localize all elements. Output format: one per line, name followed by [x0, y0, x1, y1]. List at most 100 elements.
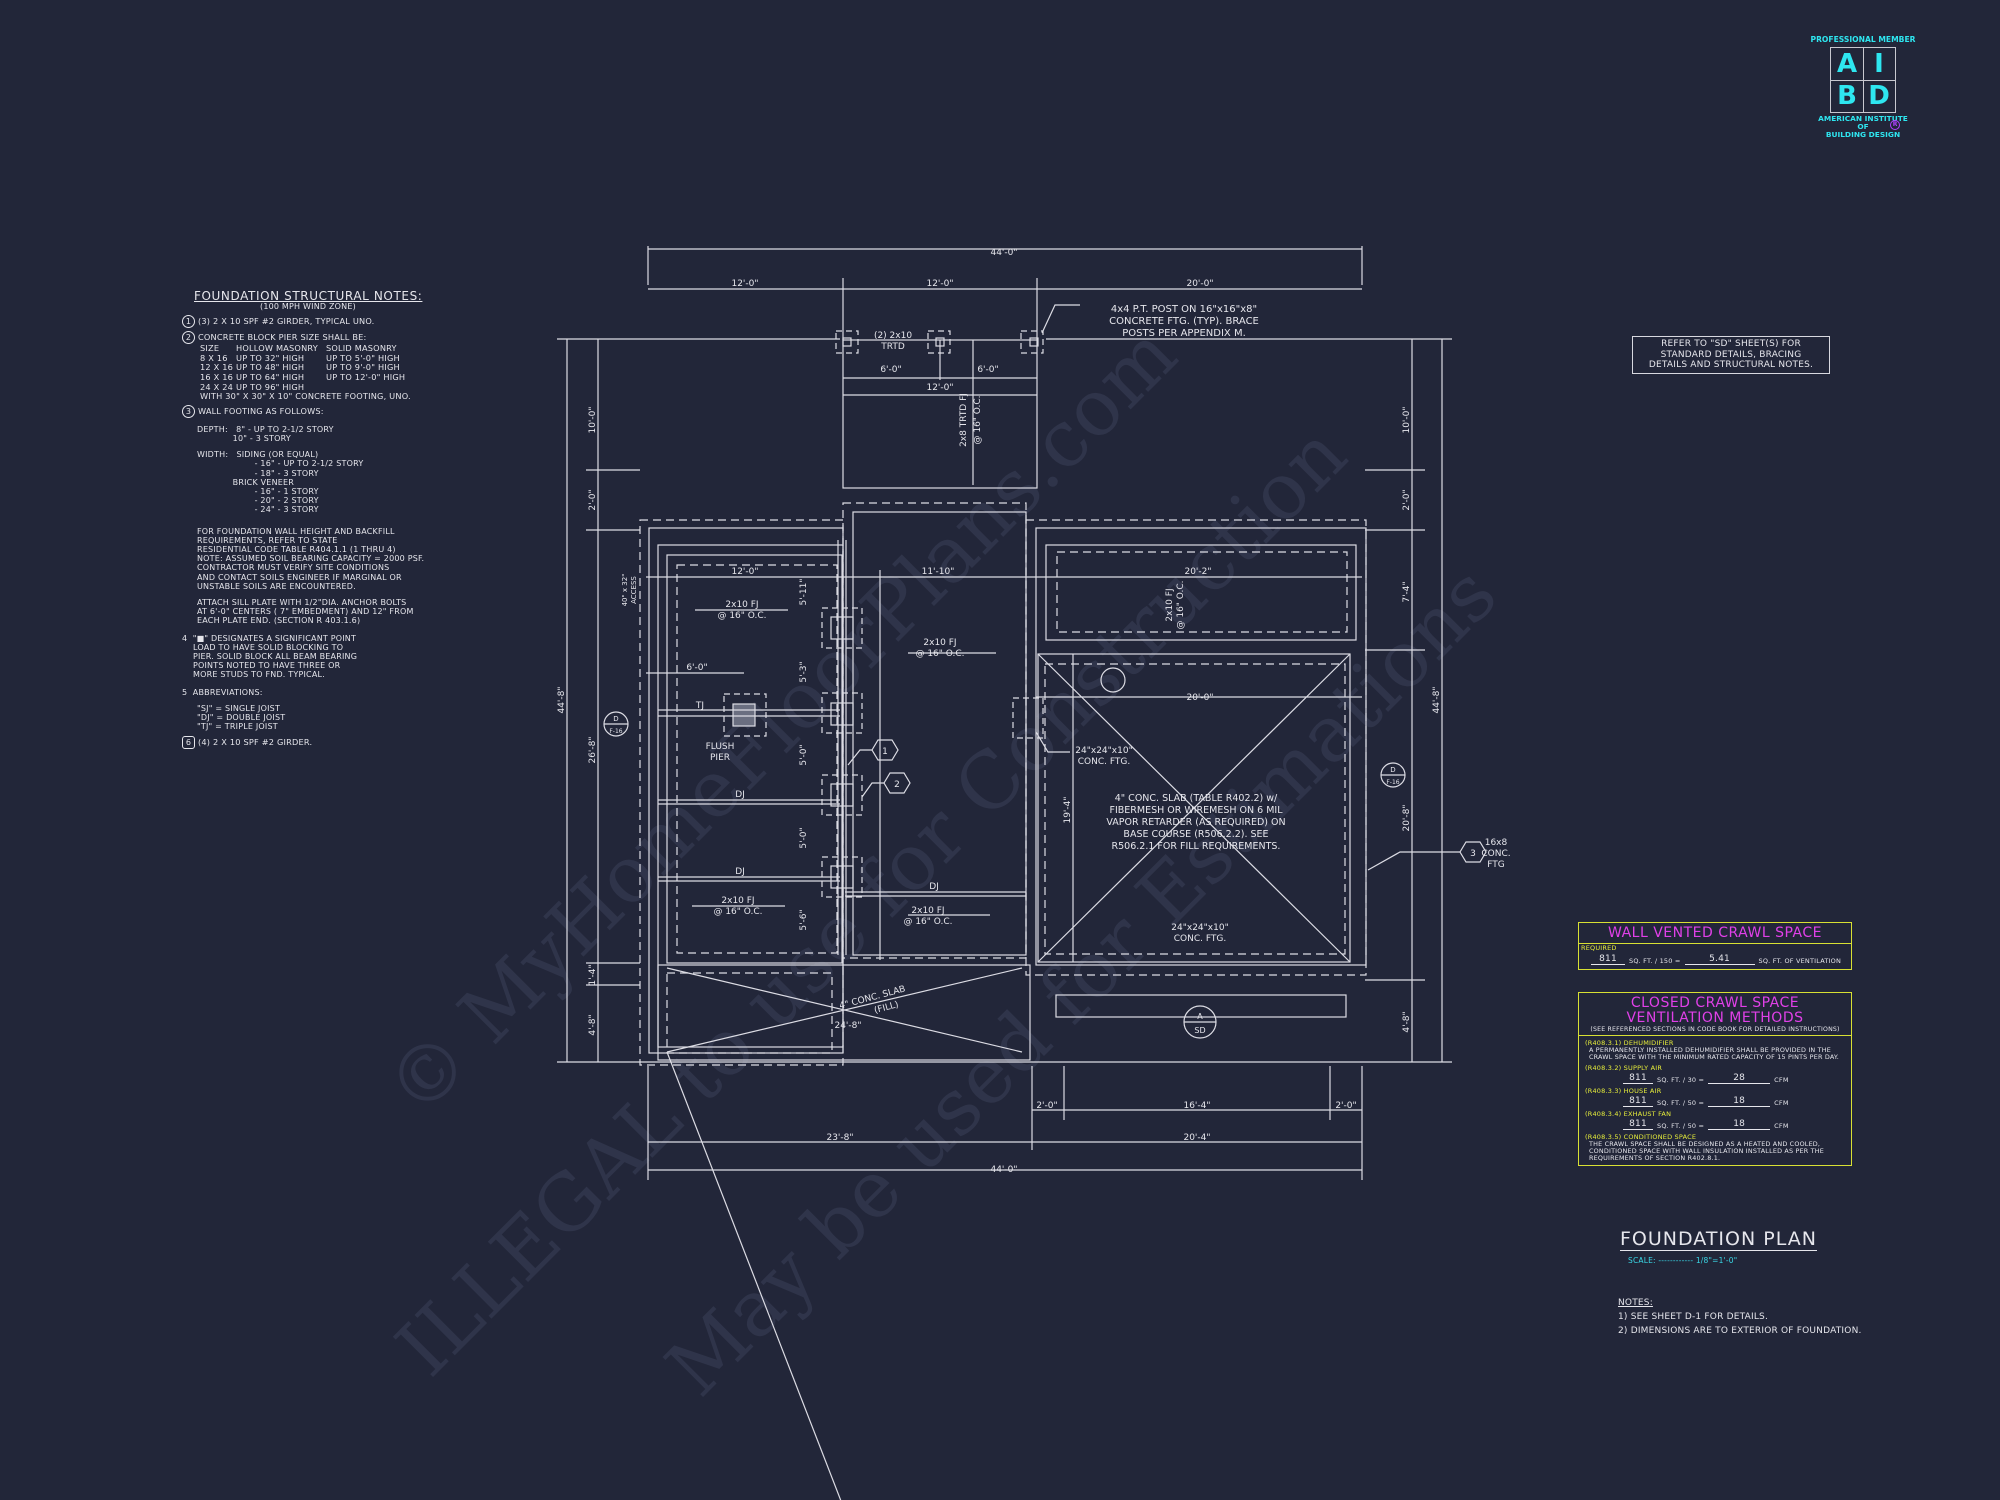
dj2-label: DJ: [735, 867, 745, 877]
supply-value: 28: [1708, 1073, 1771, 1084]
fj2-1: 2x10 FJ: [923, 638, 956, 648]
dim-bottom-left: 23'-8": [826, 1133, 853, 1143]
ftg2-1: 24"x24"x10": [1171, 923, 1228, 933]
note-1-text: (3) 2 x 10 SPF #2 GIRDER, TYPICAL UNO.: [198, 316, 375, 327]
pier-cell: 12 x 16: [200, 362, 234, 373]
logo-bottom-3: BUILDING DESIGN: [1825, 130, 1901, 139]
dim-top-left: 12'-0": [731, 279, 758, 289]
notes-title: FOUNDATION STRUCTURAL NOTES:: [194, 289, 423, 303]
wall-vented-required: REQUIRED: [1581, 944, 1617, 952]
scale-label: SCALE: ------------ 1/8"=1'-0": [1628, 1256, 1738, 1265]
logo-letter-b: B: [1837, 81, 1857, 111]
dim-511: 5'-11": [799, 578, 809, 605]
exhaust-value: 18: [1708, 1119, 1771, 1130]
tag3-note-3: FTG: [1487, 860, 1505, 870]
deck-dim-b: 6'-0": [977, 365, 998, 375]
note-number-1: 1: [182, 315, 195, 329]
deck-girder-1: (2) 2x10: [874, 331, 912, 341]
supply-divisor: SQ. FT. / 30 =: [1657, 1076, 1705, 1084]
tag3-note-2: CONC.: [1481, 849, 1510, 859]
supply-air-label: (R408.3.2) SUPPLY AIR: [1585, 1064, 1663, 1072]
logo-letter-i: I: [1874, 49, 1884, 79]
deck-dim-c: 12'-0": [926, 383, 953, 393]
dim-right-c: 7'-4": [1402, 581, 1412, 602]
post-note-1: 4x4 P.T. POST ON 16"x16"x8": [1111, 304, 1257, 315]
plan-note-2: 2) DIMENSIONS ARE TO EXTERIOR OF FOUNDAT…: [1618, 1326, 1862, 1336]
note-2-text: CONCRETE BLOCK PIER SIZE SHALL BE:: [198, 332, 367, 343]
dehumidifier-label: (R408.3.1) DEHUMIDIFIER: [1585, 1039, 1674, 1047]
logo-bottom-1: AMERICAN INSTITUTE: [1818, 114, 1908, 123]
dim-top-mid: 12'-0": [926, 279, 953, 289]
access-1: 40" x 32": [621, 574, 629, 607]
closed-crawl-subtitle: (SEE REFERENCED SECTIONS IN CODE BOOK FO…: [1579, 1026, 1851, 1036]
pier-cell: UP TO 5'-0" HIGH: [326, 352, 400, 363]
section-a-top: A: [1197, 1012, 1203, 1021]
exhaust-area: 811: [1623, 1119, 1653, 1130]
access-2: ACCESS: [630, 576, 638, 604]
slab-note-3: VAPOR RETARDER (AS REQUIRED) ON: [1106, 817, 1285, 828]
house-divisor: SQ. FT. / 50 =: [1657, 1099, 1705, 1107]
dim-202: 20'-2": [1184, 567, 1211, 577]
pier-cell: UP TO 64" HIGH: [236, 371, 305, 382]
flush-pier-2: PIER: [710, 753, 730, 763]
logo-top-text: PROFESSIONAL MEMBER: [1810, 35, 1916, 44]
wall-vented-calc: 811 SQ. FT. / 150 = 5.41 SQ. FT. OF VENT…: [1591, 954, 1851, 965]
pier-footer: WITH 30" x 30" x 10" CONCRETE FOOTING, U…: [200, 391, 411, 402]
ftg1-1: 24"x24"x10": [1075, 746, 1132, 756]
dim-53: 5'-3": [799, 661, 809, 682]
slab-note-5: R506.2.1 FOR FILL REQUIREMENTS.: [1112, 841, 1281, 852]
dj3-label: DJ: [929, 882, 939, 892]
logo-letter-a: A: [1836, 49, 1858, 79]
registered-icon: R: [1890, 120, 1900, 130]
dim-right-d: 20'-8": [1402, 804, 1412, 831]
closed-crawl-space-box: CLOSED CRAWL SPACE VENTILATION METHODS (…: [1578, 992, 1852, 1166]
wall-footing-width: WIDTH: SIDING (OR EQUAL) - 16" - UP TO 2…: [197, 450, 364, 515]
dj1-label: DJ: [735, 790, 745, 800]
note-1: 1(3) 2 x 10 SPF #2 GIRDER, TYPICAL UNO.: [182, 315, 482, 329]
fj3-2: @ 16" O.C.: [713, 907, 762, 917]
dim-60: 6'-0": [686, 663, 707, 673]
logo-bottom-2: OF: [1857, 122, 1869, 131]
pier-size-table: SIZE HOLLOW MASONRY SOLID MASONRY 8 x 16…: [200, 344, 482, 392]
pier-cell: UP TO 9'-0" HIGH: [326, 362, 400, 373]
abbreviations: "SJ" = SINGLE JOIST "DJ" = DOUBLE JOIST …: [197, 703, 286, 732]
house-unit: CFM: [1774, 1099, 1789, 1107]
post-note-3: POSTS PER APPENDIX M.: [1122, 328, 1246, 339]
dim-right-e: 4'-8": [1402, 1011, 1412, 1032]
wall-vented-divisor: SQ. FT. / 150 =: [1629, 957, 1681, 965]
pier-cell: 8 x 16: [200, 352, 228, 363]
note-6-text: (4) 2 x 10 SPF #2 GIRDER.: [198, 737, 313, 748]
post-note-2: CONCRETE FTG. (TYP). BRACE: [1109, 316, 1259, 327]
pier-cell: 16 x 16: [200, 371, 234, 382]
conditioned-space-section: (R408.3.5) CONDITIONED SPACE THE CRAWL S…: [1585, 1133, 1845, 1162]
dim-50a: 5'-0": [799, 744, 809, 765]
deck-joist-2: @ 16" O.C.: [973, 395, 983, 444]
pier-cell: UP TO 32" HIGH: [236, 352, 305, 363]
note-number-6: 6: [182, 736, 195, 750]
dim-200: 20'-0": [1186, 693, 1213, 703]
tag-2: 2: [894, 780, 900, 790]
deck-girder-2: TRTD: [880, 342, 905, 352]
plan-notes-label: NOTES:: [1618, 1298, 1653, 1308]
pier-cell: 24 x 24: [200, 381, 234, 392]
deck-dim-a: 6'-0": [880, 365, 901, 375]
fj4-1: 2x10 FJ: [911, 906, 944, 916]
plan-notes: NOTES: 1) SEE SHEET D-1 FOR DETAILS. 2) …: [1618, 1296, 1862, 1338]
dim-12: 12'-0": [731, 567, 758, 577]
dim-top-right: 20'-0": [1186, 279, 1213, 289]
tag-1: 1: [882, 747, 888, 757]
supply-unit: CFM: [1774, 1076, 1789, 1084]
dim-bottom-c: 2'-0": [1335, 1101, 1356, 1111]
slab-note-2: FIBERMESH OR WIREMESH ON 6 MIL: [1109, 805, 1283, 816]
page-title: FOUNDATION PLAN: [1620, 1228, 1817, 1251]
closed-crawl-title-2: VENTILATION METHODS: [1626, 1010, 1804, 1026]
closed-crawl-title-1: CLOSED CRAWL SPACE: [1630, 995, 1800, 1011]
wall-vented-title: WALL VENTED CRAWL SPACE: [1579, 923, 1851, 944]
conditioned-space-text: THE CRAWL SPACE SHALL BE DESIGNED AS A H…: [1589, 1140, 1824, 1162]
wall-vented-result: 5.41: [1684, 954, 1755, 965]
dim-right-overall: 44'-8": [1432, 686, 1442, 713]
section-d-left-top: D: [613, 715, 618, 723]
